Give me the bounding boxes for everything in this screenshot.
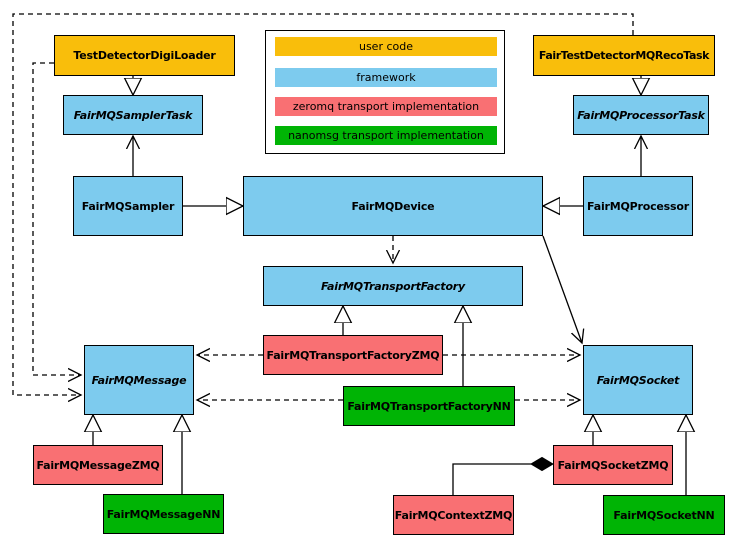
edge-device-to-socket <box>542 235 582 343</box>
node-fairmqsocketnn: FairMQSocketNN <box>603 495 725 535</box>
node-fairmqmessage: FairMQMessage <box>84 345 194 415</box>
node-fairmqsampler: FairMQSampler <box>73 176 183 236</box>
node-fairmqmessagezmq: FairMQMessageZMQ <box>33 445 163 485</box>
legend-item-zeromq: zeromq transport implementation <box>275 97 497 116</box>
node-fairmqdevice: FairMQDevice <box>243 176 543 236</box>
edge-digiloader-to-message <box>32 62 81 375</box>
node-fairmqmessagenn: FairMQMessageNN <box>103 494 224 534</box>
node-fairmqcontextzmq: FairMQContextZMQ <box>393 495 514 535</box>
edge-recotask-to-message <box>12 13 634 395</box>
composition-diamond <box>530 456 554 472</box>
node-fairmqprocessor: FairMQProcessor <box>583 176 693 236</box>
legend-item-nanomsg: nanomsg transport implementation <box>275 126 497 145</box>
legend-item-user-code: user code <box>275 37 497 56</box>
node-fairmqtransportfactory: FairMQTransportFactory <box>263 266 523 306</box>
node-fairmqsocket: FairMQSocket <box>583 345 693 415</box>
legend-item-framework: framework <box>275 68 497 87</box>
node-fairtestdetectormqrecotask: FairTestDetectorMQRecoTask <box>533 35 715 76</box>
edge-contextzmq-to-socketzmq <box>452 463 531 495</box>
legend: user code framework zeromq transport imp… <box>265 30 505 154</box>
node-fairmqsocketzmq: FairMQSocketZMQ <box>553 445 673 485</box>
node-fairmqtransportfactoryzmq: FairMQTransportFactoryZMQ <box>263 335 443 375</box>
node-fairmqtransportfactorynn: FairMQTransportFactoryNN <box>343 386 515 426</box>
node-fairmqsamplertask: FairMQSamplerTask <box>63 95 203 135</box>
node-fairmqprocessortask: FairMQProcessorTask <box>573 95 709 135</box>
node-testdetectordigiloader: TestDetectorDigiLoader <box>54 35 235 76</box>
